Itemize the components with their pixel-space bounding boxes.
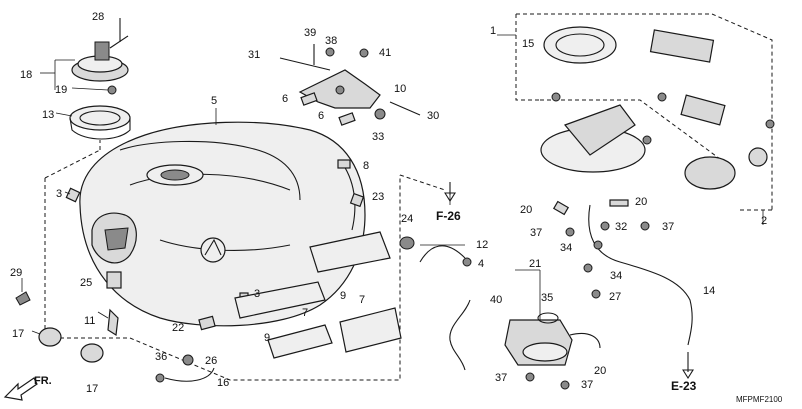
callout-23: 23 <box>372 191 384 203</box>
callout-30: 30 <box>427 110 439 122</box>
callout-labels: 28 18 19 13 5 3 29 25 11 17 17 36 26 16 … <box>10 11 767 395</box>
e23-arrow <box>682 352 694 380</box>
ref-f26: F-26 <box>436 209 461 223</box>
callout-41: 41 <box>379 47 391 59</box>
callout-14: 14 <box>703 285 715 297</box>
callout-32: 32 <box>615 221 627 233</box>
callout-37-left: 37 <box>530 227 542 239</box>
callout-15: 15 <box>522 38 534 50</box>
fuel-cap-assembly <box>71 18 129 95</box>
callout-36: 36 <box>155 351 167 363</box>
callout-2: 2 <box>761 215 767 227</box>
callout-33: 33 <box>372 131 384 143</box>
fuel-tank <box>79 121 366 327</box>
callout-1: 1 <box>490 25 496 37</box>
callout-22: 22 <box>172 322 184 334</box>
drawing-code: MFPMF2100 <box>736 395 783 404</box>
callout-10: 10 <box>394 83 406 95</box>
callout-34-upper: 34 <box>560 242 572 254</box>
callout-19: 19 <box>55 84 67 96</box>
callout-12: 12 <box>476 239 488 251</box>
callout-29: 29 <box>10 267 22 279</box>
small-parts <box>15 159 415 383</box>
filler-ring <box>69 105 131 140</box>
hoses <box>419 245 472 371</box>
callout-11: 11 <box>84 315 95 327</box>
callout-39: 39 <box>304 27 316 39</box>
front-arrow-icon <box>3 377 38 401</box>
callout-18: 18 <box>20 69 32 81</box>
callout-6-lower: 6 <box>318 110 324 122</box>
callout-9-lower: 9 <box>264 332 270 344</box>
f26-arrow <box>444 182 456 203</box>
callout-17-left: 17 <box>12 328 24 340</box>
rubber-pads <box>234 231 402 359</box>
callout-21: 21 <box>529 258 541 270</box>
callout-26: 26 <box>205 355 217 367</box>
callout-37-lower-left: 37 <box>495 372 507 384</box>
callout-9-upper: 9 <box>340 290 346 302</box>
callout-17-right: 17 <box>86 383 98 395</box>
callout-3-lower: 3 <box>254 288 260 300</box>
callout-37-lower-right: 37 <box>581 379 593 391</box>
leader-lines <box>21 34 764 335</box>
ref-e23: E-23 <box>671 379 697 393</box>
callout-16: 16 <box>217 377 229 389</box>
bracket-assembly <box>279 44 421 126</box>
callout-7-right: 7 <box>359 294 365 306</box>
fuel-pump-assembly <box>540 26 775 190</box>
callout-38: 38 <box>325 35 337 47</box>
callout-20-lower: 20 <box>594 365 606 377</box>
callout-7-middle: 7 <box>302 307 308 319</box>
callout-5: 5 <box>211 95 217 107</box>
callout-20-left: 20 <box>520 204 532 216</box>
callout-40: 40 <box>490 294 502 306</box>
pump-hoses <box>504 199 693 390</box>
callout-25: 25 <box>80 277 92 289</box>
callout-3-upper: 3 <box>56 188 62 200</box>
callout-31: 31 <box>248 49 260 61</box>
callout-20-right: 20 <box>635 196 647 208</box>
front-label: FR. <box>34 375 52 387</box>
callout-8: 8 <box>363 160 369 172</box>
dampers <box>38 327 104 363</box>
callout-4: 4 <box>478 258 484 270</box>
callout-34-lower: 34 <box>610 270 622 282</box>
callout-37-right: 37 <box>662 221 674 233</box>
callout-6-upper: 6 <box>282 93 288 105</box>
callout-13: 13 <box>42 109 54 121</box>
callout-24: 24 <box>401 213 413 225</box>
callout-35: 35 <box>541 292 553 304</box>
callout-28: 28 <box>92 11 104 23</box>
callout-27: 27 <box>609 291 621 303</box>
